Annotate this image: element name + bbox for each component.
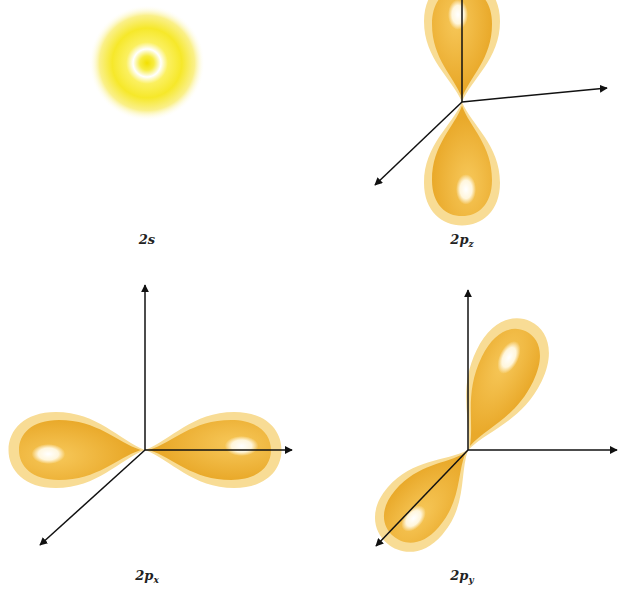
orbital-label: 2s <box>139 232 155 247</box>
orbital-label: 2py <box>450 568 473 585</box>
py-orbital <box>360 290 617 567</box>
px-orbital <box>9 285 293 545</box>
orbital-label: 2pz <box>450 232 473 249</box>
pz-orbital <box>375 0 607 225</box>
orbital-label: 2px <box>135 568 159 585</box>
s-orbital <box>89 5 205 121</box>
